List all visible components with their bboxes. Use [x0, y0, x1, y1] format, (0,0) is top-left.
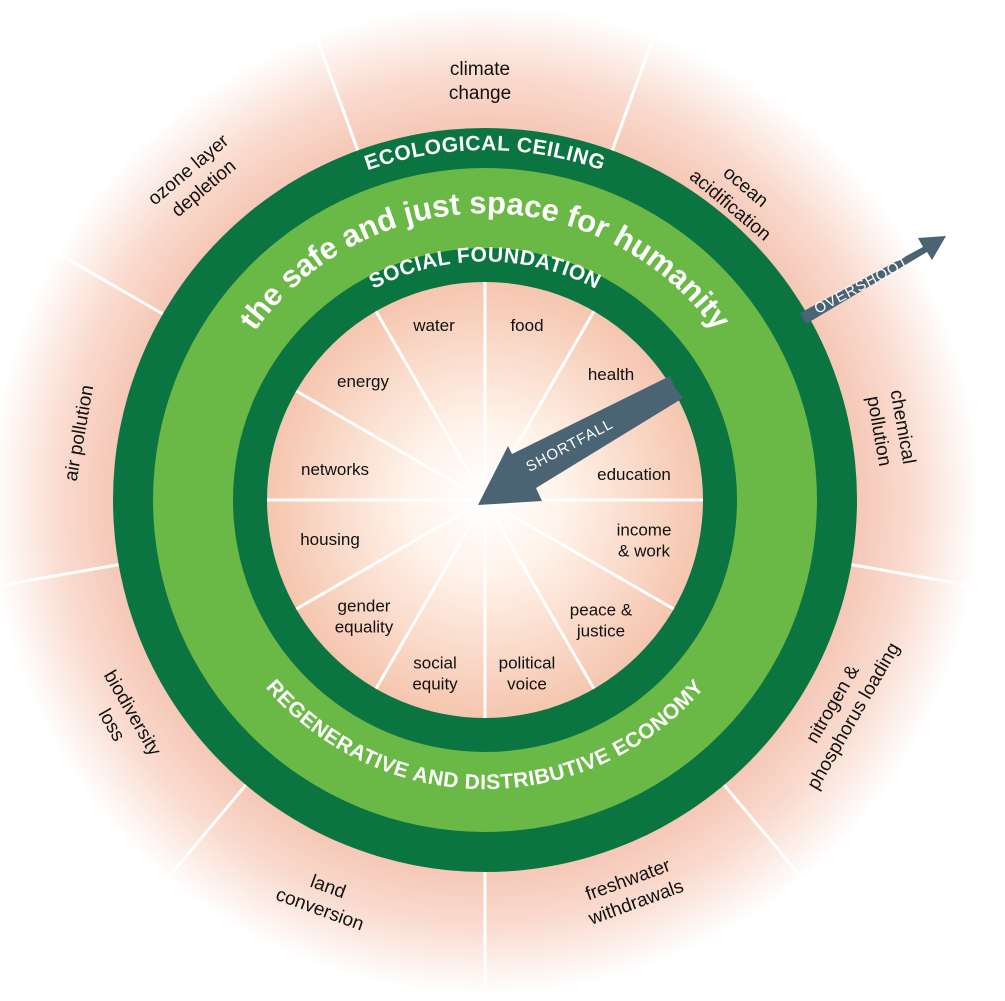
- social-label-social-equity-line: social: [413, 654, 456, 673]
- social-label-education-line: education: [597, 465, 671, 484]
- social-label-social-equity: social equity: [412, 654, 458, 694]
- social-label-water: water: [412, 316, 455, 335]
- social-label-social-equity-line: equity: [412, 675, 458, 694]
- inner-divider-line: [295, 389, 486, 502]
- outer-divider-line: [851, 563, 976, 588]
- social-label-income-work-line: income: [617, 521, 672, 540]
- social-label-education: education: [597, 465, 671, 484]
- social-dimension-labels: food health education income & work peace & ju…: [300, 316, 671, 694]
- outer-divider-line: [313, 31, 360, 151]
- eco-label-climate-change-line: climate: [450, 59, 510, 80]
- social-label-peace-justice-line: justice: [576, 622, 625, 641]
- social-label-networks-line: networks: [301, 460, 369, 479]
- social-label-health: health: [588, 365, 634, 384]
- shortfall-arrow-shape: [478, 376, 683, 505]
- inner-divider-line: [374, 310, 487, 501]
- social-label-networks: networks: [301, 460, 369, 479]
- eco-label-climate-change: climate change: [449, 59, 511, 104]
- social-label-political-voice-line: political: [499, 654, 556, 673]
- social-label-housing-line: housing: [300, 530, 360, 549]
- social-label-health-line: health: [588, 365, 634, 384]
- eco-label-climate-change-line: change: [449, 83, 511, 104]
- social-label-income-work: income & work: [617, 521, 672, 561]
- social-label-political-voice: political voice: [499, 654, 556, 694]
- inner-divider-line: [484, 498, 675, 611]
- outer-divider-line: [722, 784, 807, 883]
- outer-divider-line: [610, 31, 657, 151]
- social-label-gender-equality-line: equality: [335, 618, 394, 637]
- social-label-food: food: [510, 316, 543, 335]
- social-label-gender-equality: gender equality: [335, 597, 394, 637]
- social-label-political-voice-line: voice: [507, 675, 547, 694]
- social-label-peace-justice: peace & justice: [570, 601, 633, 641]
- social-label-water-line: water: [412, 316, 455, 335]
- overshoot-arrow-shape: [800, 236, 946, 324]
- inner-divider-line: [374, 499, 487, 690]
- outer-divider-line: [163, 784, 248, 883]
- social-label-energy: energy: [337, 372, 389, 391]
- social-label-energy-line: energy: [337, 372, 389, 391]
- outer-divider-line: [52, 249, 164, 316]
- social-label-gender-equality-line: gender: [338, 597, 391, 616]
- social-label-income-work-line: & work: [618, 542, 670, 561]
- social-label-peace-justice-line: peace &: [570, 601, 633, 620]
- inner-divider-line: [295, 498, 486, 611]
- inner-divider-line: [483, 499, 596, 690]
- social-label-housing: housing: [300, 530, 360, 549]
- social-label-food-line: food: [510, 316, 543, 335]
- outer-divider-line: [0, 563, 119, 588]
